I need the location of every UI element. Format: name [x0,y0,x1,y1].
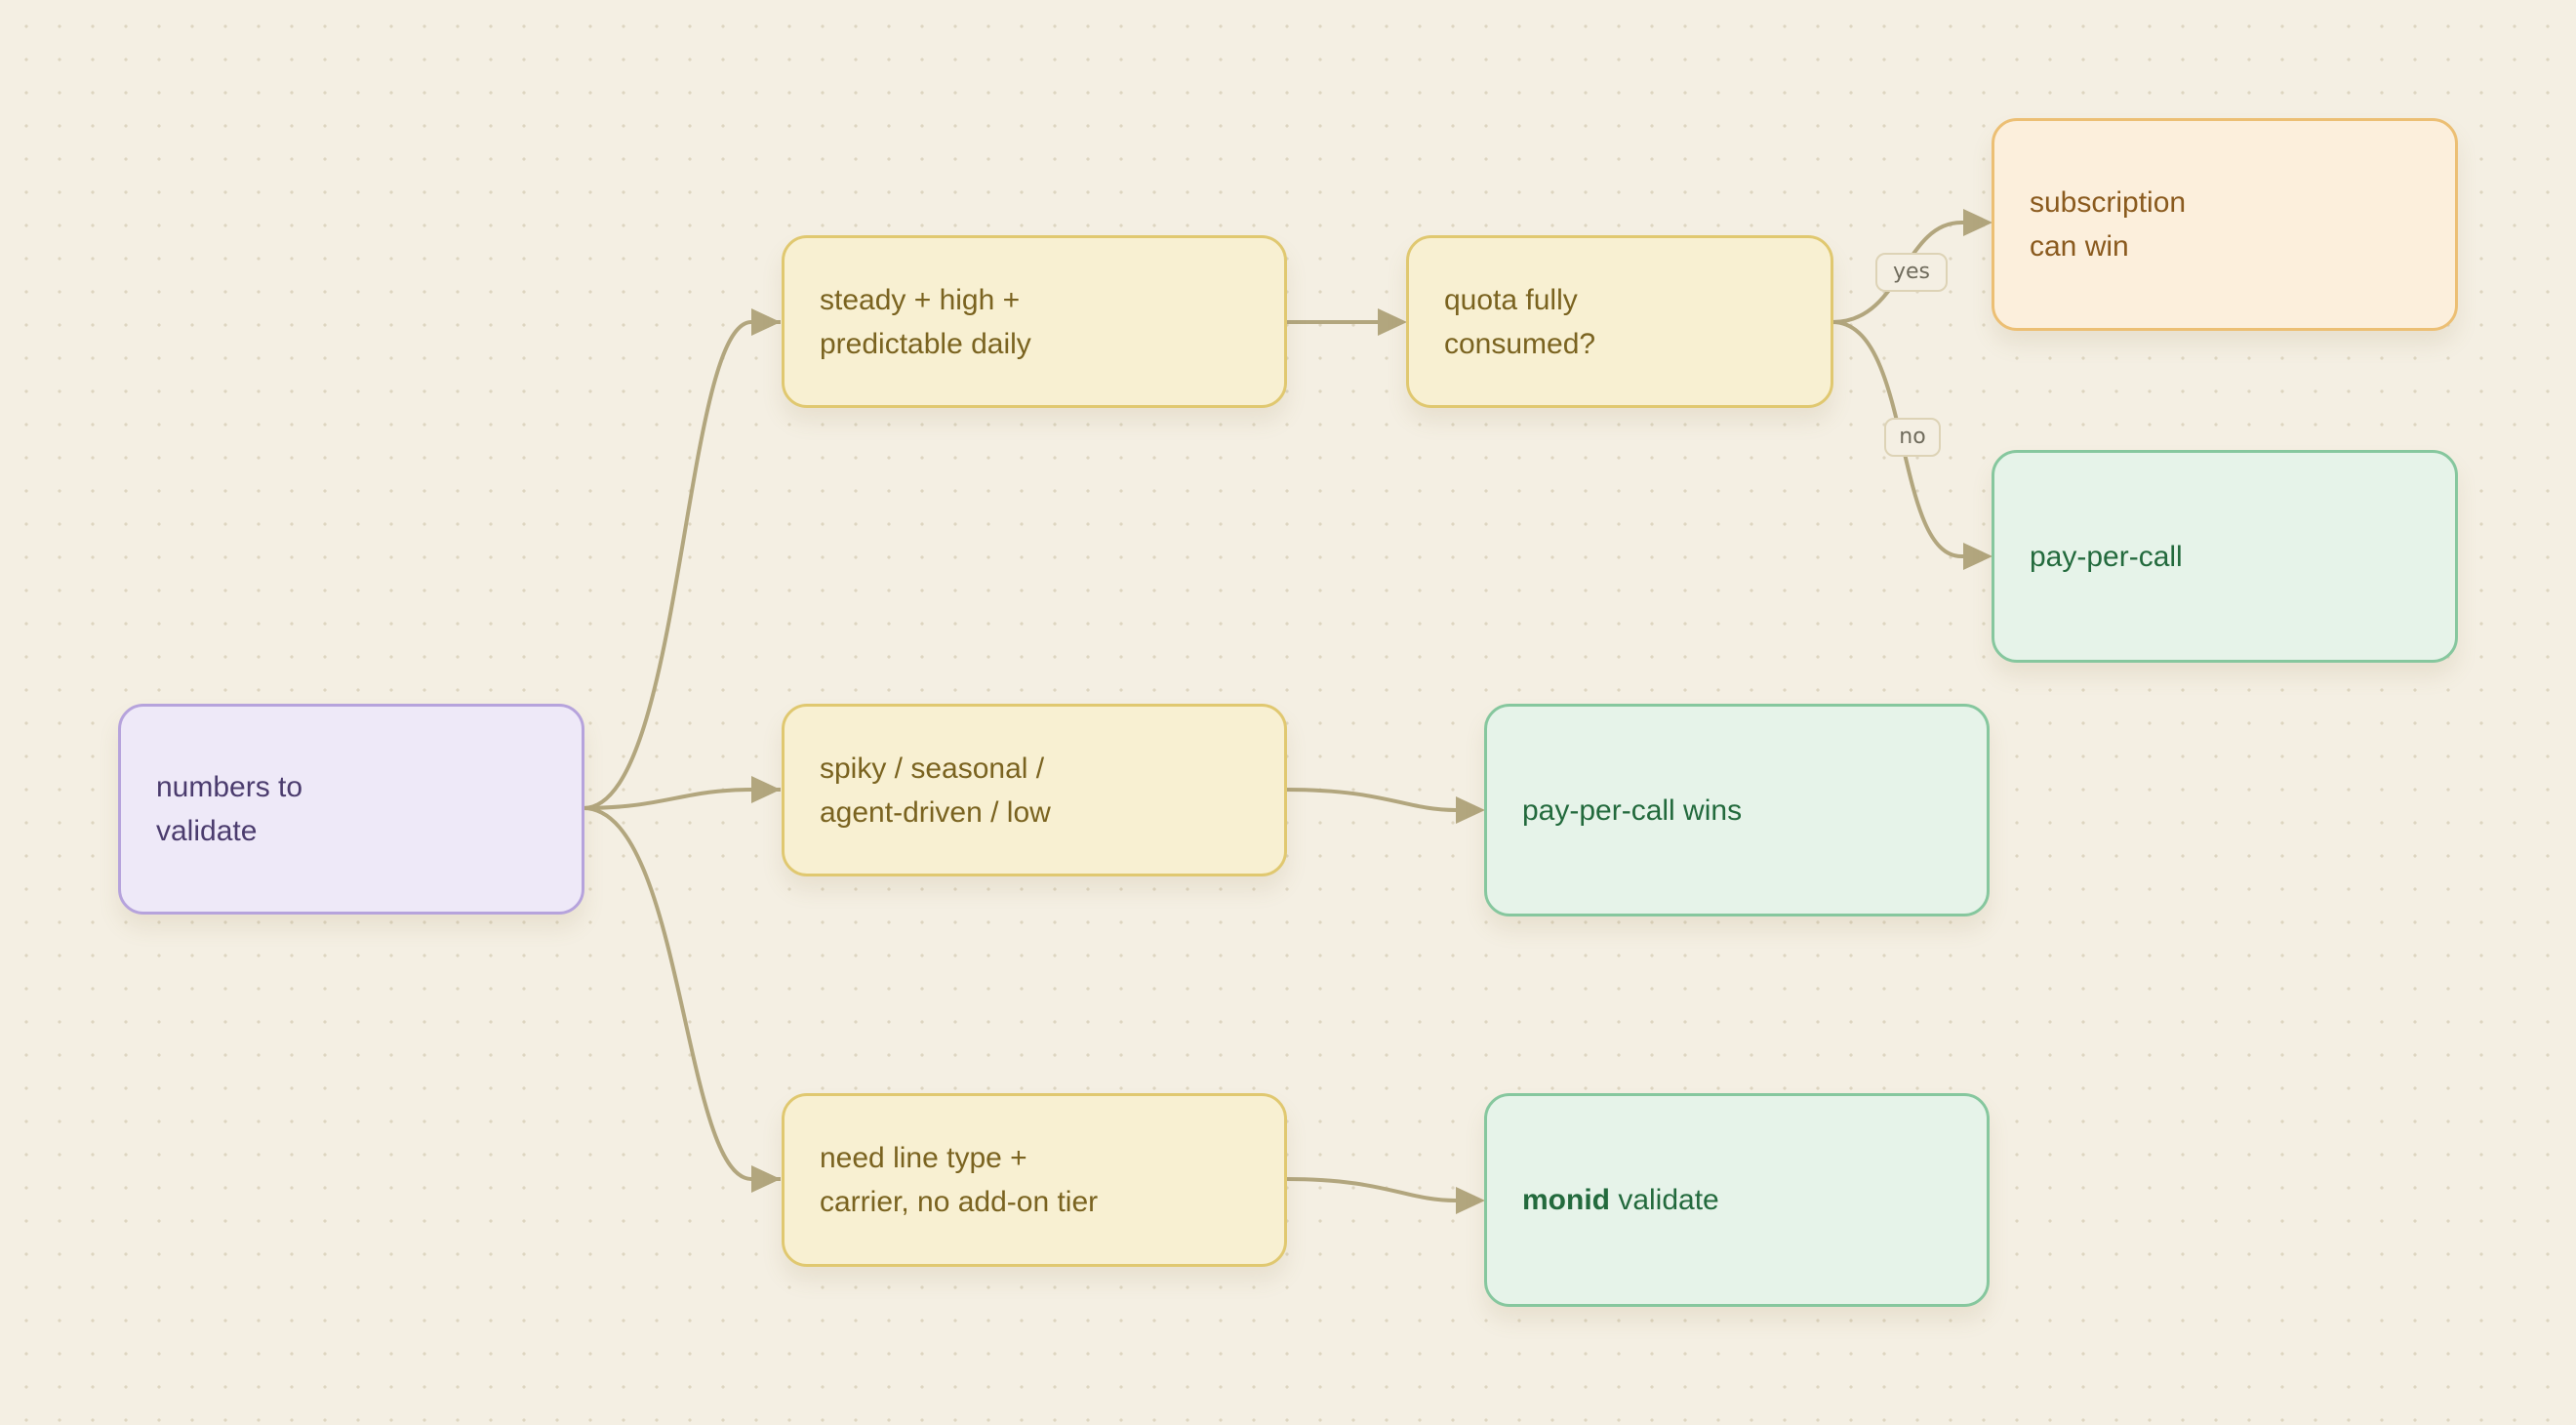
node-label: numbers to validate [156,771,303,847]
arrowhead [751,308,781,336]
edge-label-no: no [1884,418,1941,457]
monid-brand-name: monid [1522,1184,1610,1216]
node-monid-validate[interactable]: monid validate [1484,1093,1990,1307]
node-pay-per-call-wins[interactable]: pay-per-call wins [1484,704,1990,916]
arrowhead [1456,796,1485,824]
node-quota-fully-consumed[interactable]: quota fully consumed? [1406,235,1833,408]
node-label: pay-per-call [2030,540,2183,573]
arrowhead [751,776,781,803]
arrowhead [751,1165,781,1193]
node-steady-high-predictable[interactable]: steady + high + predictable daily [782,235,1287,408]
node-subscription-can-win[interactable]: subscription can win [1992,118,2458,331]
arrowhead [1963,209,1992,236]
edge-need-line-to-monid [1285,1177,1458,1202]
node-label: quota fully consumed? [1444,283,1596,360]
arrowhead [1456,1187,1485,1214]
node-spiky-seasonal[interactable]: spiky / seasonal / agent-driven / low [782,704,1287,876]
arrowhead [1963,543,1992,570]
edge-start-to-spiky [583,788,781,810]
edge-start-to-need-line [583,806,781,1181]
monid-action-label: validate [1610,1184,1719,1216]
node-numbers-to-validate[interactable]: numbers to validate [118,704,584,915]
node-label: subscription can win [2030,186,2187,263]
edge-spiky-to-ppc-wins [1285,788,1458,812]
node-pay-per-call[interactable]: pay-per-call [1992,450,2458,663]
edge-label-yes: yes [1875,253,1948,292]
edge-label-no-text: no [1899,425,1926,449]
node-label: monid validate [1522,1178,1719,1222]
node-need-line-type[interactable]: need line type + carrier, no add-on tier [782,1093,1287,1267]
edge-label-yes-text: yes [1892,260,1931,284]
edge-start-to-steady [583,320,781,810]
node-label: steady + high + predictable daily [820,283,1031,360]
node-label: need line type + carrier, no add-on tier [820,1142,1099,1218]
arrowhead [1378,308,1407,336]
node-label: pay-per-call wins [1522,794,1743,827]
node-label: spiky / seasonal / agent-driven / low [820,752,1051,829]
